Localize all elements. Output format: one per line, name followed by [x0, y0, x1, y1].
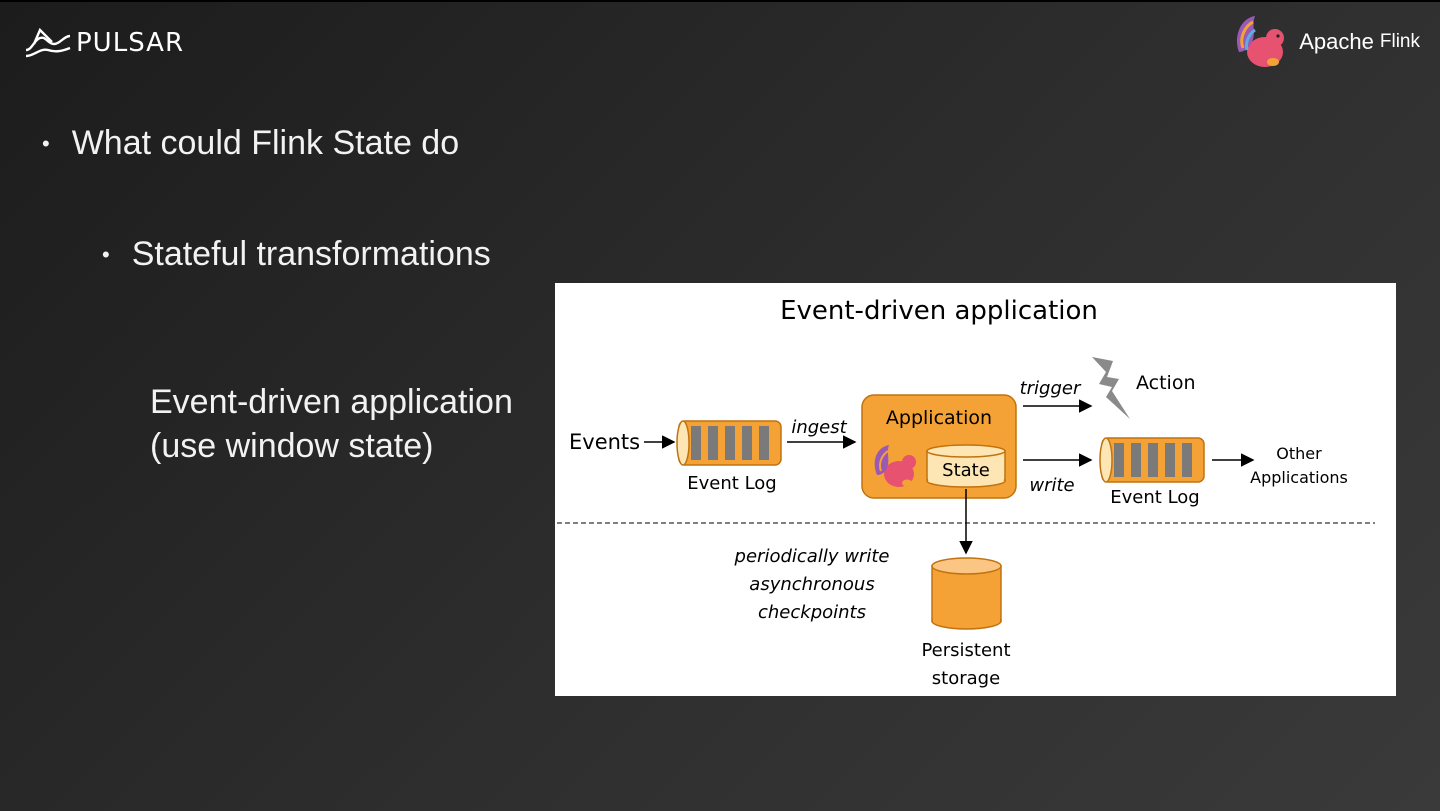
label-storage: storage [932, 668, 1000, 689]
sub-line-1: Event-driven application [150, 383, 513, 421]
event-log-left [676, 420, 782, 466]
pulsar-logo: PULSAR [24, 26, 184, 60]
diagram-svg: Event-driven application Events Event Lo… [557, 296, 1375, 689]
label-periodic-2: asynchronous [749, 574, 874, 595]
label-persistent: Persistent [921, 640, 1010, 661]
label-events: Events [569, 430, 640, 454]
bullet-2-text: Stateful transformations [131, 235, 491, 273]
pulsar-wordmark: PULSAR [76, 28, 185, 58]
flink-squirrel-icon [1237, 16, 1285, 67]
label-trigger: trigger [1020, 378, 1082, 399]
event-log-right [1099, 437, 1205, 483]
sub-description: Event-driven application (use window sta… [150, 380, 513, 468]
event-driven-diagram: Event-driven application Events Event Lo… [555, 283, 1396, 696]
sub-line-2: (use window state) [150, 427, 434, 465]
label-write: write [1029, 475, 1074, 496]
flink-logo-apache: Apache [1299, 29, 1374, 54]
bullet-1-text: What could Flink State do [71, 124, 460, 162]
bullet-dot-icon: • [102, 241, 110, 267]
label-applications: Applications [1250, 468, 1348, 487]
pulsar-mark-icon [25, 27, 71, 58]
persistent-storage-cylinder [931, 557, 1002, 630]
bullet-1: • What could Flink State do [42, 124, 459, 163]
flink-squirrel-icon [874, 445, 916, 487]
lightning-icon [1092, 357, 1130, 419]
label-periodic-3: checkpoints [758, 602, 866, 623]
flink-logo: Apache Flink [1231, 12, 1420, 72]
flink-logo-flink: Flink [1379, 31, 1420, 52]
label-event-log-left: Event Log [687, 473, 776, 494]
label-event-log-right: Event Log [1110, 487, 1199, 508]
bullet-dot-icon: • [42, 130, 50, 156]
label-state: State [942, 460, 990, 481]
label-action: Action [1136, 372, 1196, 394]
label-application: Application [886, 407, 992, 429]
diagram-title: Event-driven application [780, 296, 1098, 326]
label-periodic-1: periodically write [734, 546, 890, 567]
label-other: Other [1276, 444, 1322, 463]
state-cylinder [926, 444, 1006, 488]
bullet-2: • Stateful transformations [102, 235, 491, 274]
label-ingest: ingest [791, 417, 847, 438]
